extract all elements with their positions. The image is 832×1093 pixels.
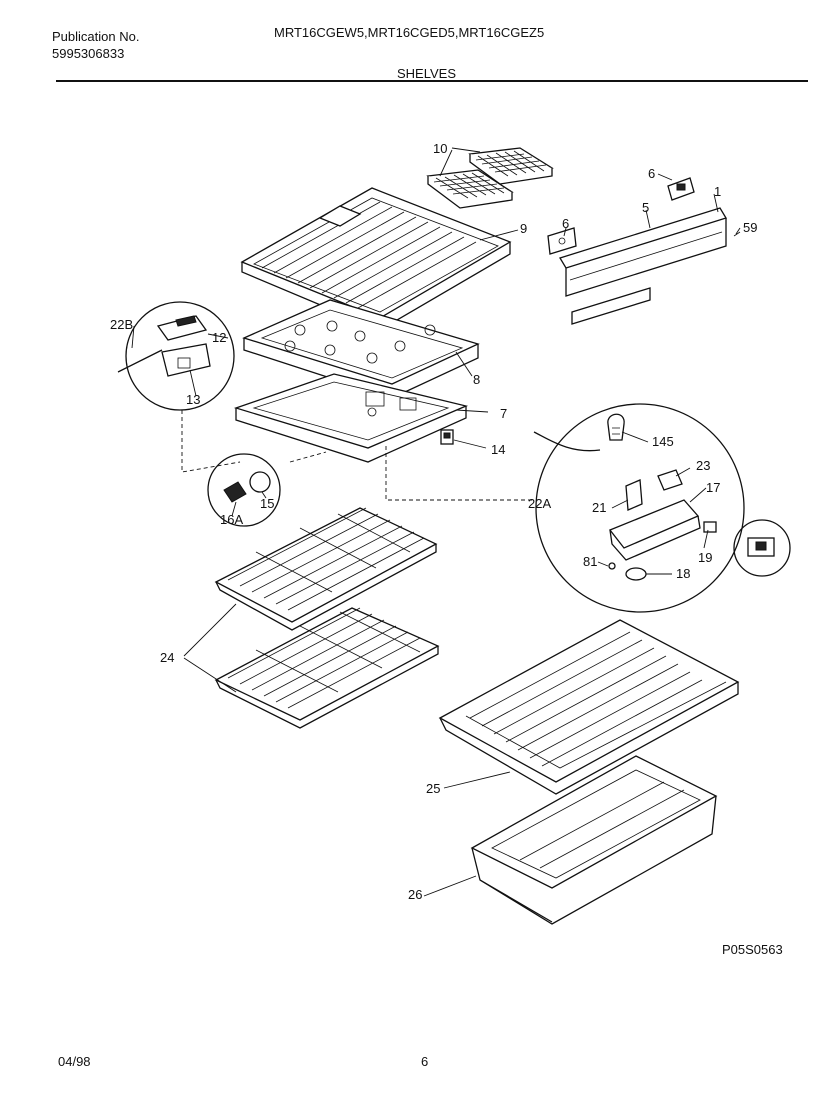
callout-16a: 16A	[220, 512, 243, 527]
leader-lines	[131, 147, 741, 897]
header-rule	[56, 80, 808, 82]
callout-17: 17	[706, 480, 720, 495]
callout-23: 23	[696, 458, 710, 473]
detail-circle-light	[207, 453, 281, 527]
crisper-drawer	[470, 755, 718, 925]
callout-22a: 22A	[528, 496, 551, 511]
drawing-code: P05S0563	[722, 942, 783, 957]
detail-circle-damper	[117, 301, 235, 411]
callout-9: 9	[520, 221, 527, 236]
callout-19: 19	[698, 550, 712, 565]
section-title: SHELVES	[397, 66, 457, 81]
callout-81: 81	[583, 554, 597, 569]
callout-145: 145	[652, 434, 674, 449]
divider-panel	[233, 373, 469, 463]
evaporator-cover	[242, 299, 480, 399]
callout-labels: 10 6 1 5 6 59 9 22B 12 8 13 7 14 145 23 …	[110, 141, 757, 902]
callout-5: 5	[642, 200, 649, 215]
callout-24: 24	[160, 650, 174, 665]
callout-59: 59	[743, 220, 757, 235]
freezer-shelf	[240, 187, 512, 331]
callout-1: 1	[714, 184, 721, 199]
callout-15: 15	[260, 496, 274, 511]
rail-assembly	[547, 177, 741, 325]
callout-13: 13	[186, 392, 200, 407]
callout-8: 8	[473, 372, 480, 387]
callout-26: 26	[408, 887, 422, 902]
callout-10: 10	[433, 141, 447, 156]
page-number: 6	[421, 1054, 429, 1069]
wire-shelves	[214, 507, 440, 729]
callout-25: 25	[426, 781, 440, 796]
callout-7: 7	[500, 406, 507, 421]
switch-part	[440, 429, 454, 445]
crisper-cover	[438, 619, 740, 795]
model-numbers: MRT16CGEW5,MRT16CGED5,MRT16CGEZ5	[274, 25, 545, 40]
detail-circle-control	[533, 403, 791, 613]
callout-6-top: 6	[648, 166, 655, 181]
callout-22b: 22B	[110, 317, 133, 332]
publication-label: Publication No.	[52, 29, 140, 44]
callout-6-mid: 6	[562, 216, 569, 231]
callout-12: 12	[212, 330, 226, 345]
ice-cube-trays	[426, 147, 554, 209]
publication-number: 5995306833	[52, 46, 125, 61]
callout-18: 18	[676, 566, 690, 581]
footer-date: 04/98	[58, 1054, 91, 1069]
callout-21: 21	[592, 500, 606, 515]
connection-lines	[181, 410, 534, 501]
callout-14: 14	[491, 442, 505, 457]
